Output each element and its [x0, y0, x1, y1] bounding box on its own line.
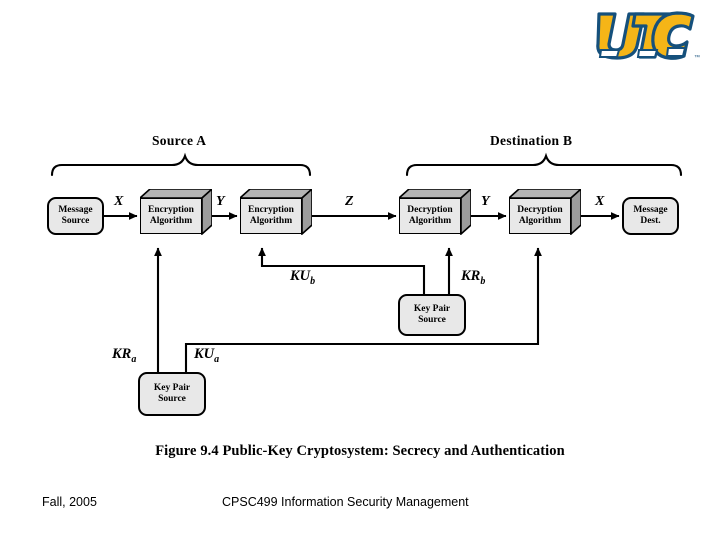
box3d-shell-enc1 — [140, 189, 212, 235]
node-key-pair-source-b[interactable]: Key Pair Source — [398, 294, 466, 336]
node-message-dest-line1: Message — [633, 204, 668, 215]
key-label-kra-base: KR — [112, 346, 132, 362]
key-label-kub: KUb — [290, 268, 315, 287]
node-message-source-line2: Source — [61, 216, 90, 226]
signal-label-y-2: Y — [481, 194, 490, 209]
node-dec1-line1: Decryption — [407, 205, 453, 216]
footer-date: Fall, 2005 — [42, 495, 97, 509]
node-enc1-face: Encryption Algorithm — [140, 198, 202, 234]
node-message-source[interactable]: Message Source — [47, 197, 104, 235]
signal-label-z: Z — [345, 194, 354, 209]
brace-source-a — [50, 152, 312, 177]
node-enc2-line1: Encryption — [248, 205, 294, 216]
node-encryption-algorithm-2[interactable]: Encryption Algorithm — [240, 189, 312, 235]
node-enc1-line1: Encryption — [148, 205, 194, 216]
node-key-pair-source-b-line2: Source — [418, 315, 446, 325]
node-decryption-algorithm-2[interactable]: Decryption Algorithm — [509, 189, 581, 235]
figure-diagram: Source A Destination B Message Source En… — [47, 133, 683, 459]
node-enc2-line2: Algorithm — [249, 216, 293, 226]
node-encryption-algorithm-1[interactable]: Encryption Algorithm — [140, 189, 212, 235]
node-dec1-face: Decryption Algorithm — [399, 198, 461, 234]
key-label-kra-sub: a — [131, 353, 137, 365]
utc-logo: ™ — [589, 6, 701, 62]
node-message-source-line1: Message — [58, 204, 93, 215]
node-key-pair-source-a-line2: Source — [158, 394, 186, 404]
node-message-dest[interactable]: Message Dest. — [622, 197, 679, 235]
node-message-dest-line2: Dest. — [640, 216, 661, 226]
key-label-krb-base: KR — [461, 268, 481, 284]
key-label-kua: KUa — [194, 346, 219, 365]
key-label-kua-base: KU — [194, 346, 215, 362]
footer-course-title: CPSC499 Information Security Management — [222, 495, 469, 509]
node-enc1-line2: Algorithm — [149, 216, 193, 226]
signal-label-y-1: Y — [216, 194, 225, 209]
wire-kub — [258, 247, 426, 294]
signal-label-x-1: X — [114, 194, 124, 209]
wire-kua — [184, 247, 542, 372]
brace-destination-b — [405, 152, 683, 177]
figure-caption: Figure 9.4 Public-Key Cryptosystem: Secr… — [155, 443, 565, 459]
utc-logo-graphic: ™ — [596, 11, 700, 61]
node-enc2-face: Encryption Algorithm — [240, 198, 302, 234]
group-label-destination-b: Destination B — [490, 133, 573, 148]
signal-label-x-2: X — [595, 194, 605, 209]
key-label-kub-sub: b — [310, 275, 316, 287]
node-dec2-line1: Decryption — [517, 205, 563, 216]
node-key-pair-source-b-line1: Key Pair — [413, 303, 451, 314]
node-dec2-line2: Algorithm — [518, 216, 562, 226]
diagram-connectors — [50, 152, 683, 372]
node-dec1-line2: Algorithm — [408, 216, 452, 226]
key-label-kub-base: KU — [290, 268, 311, 284]
node-decryption-algorithm-1[interactable]: Decryption Algorithm — [399, 189, 471, 235]
key-label-kua-sub: a — [214, 353, 220, 365]
node-key-pair-source-a-line1: Key Pair — [153, 382, 191, 393]
key-label-kra: KRa — [112, 346, 136, 365]
key-label-krb-sub: b — [480, 275, 486, 287]
node-dec2-face: Decryption Algorithm — [509, 198, 571, 234]
key-label-krb: KRb — [461, 268, 485, 287]
node-key-pair-source-a[interactable]: Key Pair Source — [138, 372, 206, 416]
group-label-source-a: Source A — [152, 133, 207, 148]
trademark-glyph: ™ — [694, 54, 700, 61]
